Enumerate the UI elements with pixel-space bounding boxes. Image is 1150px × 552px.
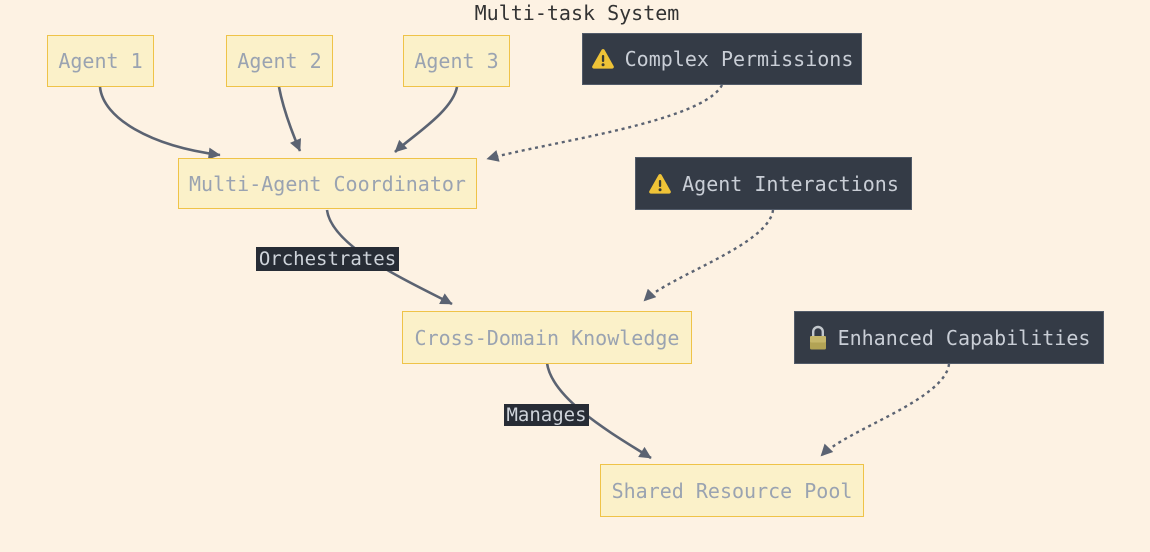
edge-agent2-coordinator <box>277 86 302 152</box>
node-agent-interactions: Agent Interactions <box>635 157 912 210</box>
edge-agent3-coordinator <box>394 86 459 153</box>
node-agent-interactions-label: Agent Interactions <box>682 171 899 196</box>
edge-label-orchestrates-text: Orchestrates <box>258 248 397 270</box>
edge-label-manages-text: Manages <box>506 404 587 426</box>
node-agent-2-label: Agent 2 <box>237 49 322 73</box>
edge-enhanced-capabilities-sharedpool <box>820 363 951 457</box>
node-cross-domain-knowledge: Cross-Domain Knowledge <box>402 311 692 364</box>
node-agent-2: Agent 2 <box>226 35 333 87</box>
diagram-title: Multi-task System <box>474 1 680 25</box>
warning-triangle-icon <box>591 48 615 70</box>
node-shared-resource-pool: Shared Resource Pool <box>600 464 864 517</box>
node-agent-3: Agent 3 <box>403 35 510 87</box>
warning-triangle-icon <box>648 173 672 195</box>
node-agent-1-label: Agent 1 <box>58 49 143 73</box>
edge-agent1-coordinator <box>98 86 221 160</box>
edge-label-manages: Manages <box>504 404 589 426</box>
node-multi-agent-coordinator: Multi-Agent Coordinator <box>178 158 477 209</box>
node-complex-permissions: Complex Permissions <box>582 33 862 85</box>
node-complex-permissions-label: Complex Permissions <box>624 47 854 71</box>
node-agent-3-label: Agent 3 <box>414 49 499 73</box>
node-shared-resource-pool-label: Shared Resource Pool <box>611 478 853 503</box>
edge-agent-interactions-crossdomain <box>643 209 775 302</box>
edge-label-orchestrates: Orchestrates <box>256 247 399 271</box>
edge-complex-permissions-coordinator <box>486 84 724 162</box>
lock-icon <box>808 324 828 351</box>
node-enhanced-capabilities: Enhanced Capabilities <box>794 311 1104 364</box>
node-cross-domain-knowledge-label: Cross-Domain Knowledge <box>414 325 680 350</box>
node-agent-1: Agent 1 <box>47 35 154 87</box>
node-multi-agent-coordinator-label: Multi-Agent Coordinator <box>189 171 466 196</box>
node-enhanced-capabilities-label: Enhanced Capabilities <box>837 325 1091 350</box>
